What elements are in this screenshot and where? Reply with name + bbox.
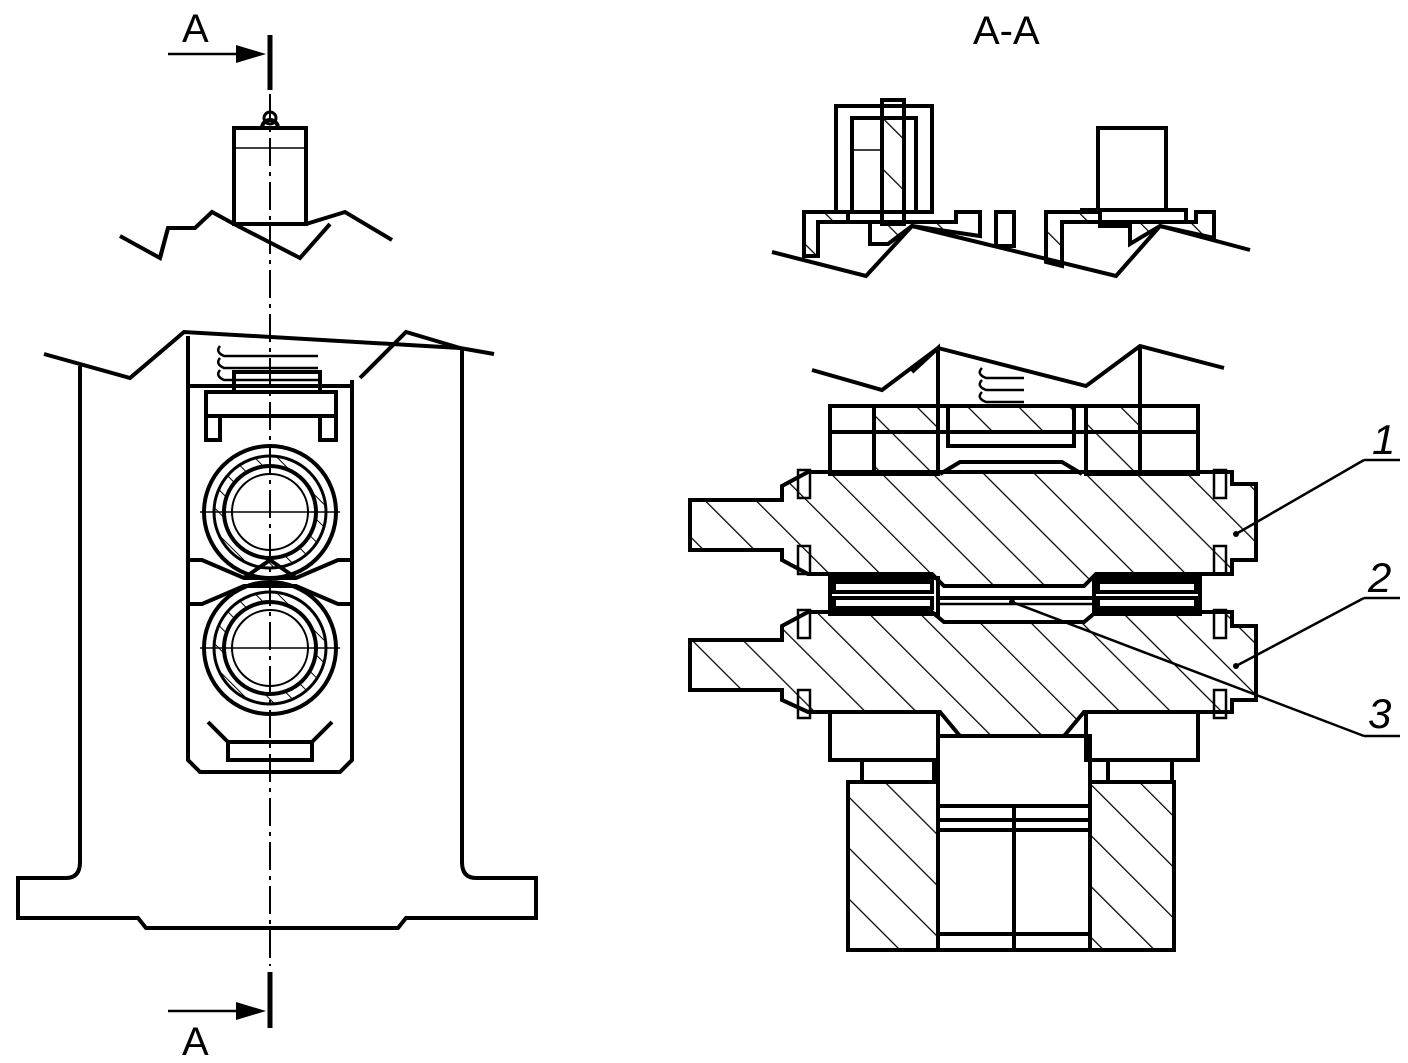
section-marker-bottom: A <box>168 972 273 1063</box>
callout-2: 2 <box>1233 554 1400 669</box>
section-letter-top: A <box>182 7 209 51</box>
roller-housing <box>16 329 538 930</box>
section-letter-bottom: A <box>182 1020 209 1063</box>
section-view-title: A-A <box>973 9 1040 53</box>
upper-shaft <box>688 460 1258 588</box>
lower-shaft <box>688 610 1258 738</box>
section-view: A-A <box>688 9 1400 952</box>
callout-1: 1 <box>1233 416 1400 537</box>
top-section-sensors <box>771 98 1251 279</box>
upper-frame <box>811 343 1225 476</box>
roller-gap <box>828 576 1202 616</box>
callout-label-2: 2 <box>1367 554 1391 601</box>
front-view: A A <box>16 7 538 1063</box>
callout-label-1: 1 <box>1372 416 1395 463</box>
callout-label-3: 3 <box>1368 690 1391 737</box>
callout-3: 3 <box>1009 599 1400 738</box>
lower-frame <box>828 710 1200 952</box>
seal-marks <box>796 468 1228 720</box>
top-sensor <box>119 110 394 261</box>
section-marker-top: A <box>168 7 273 90</box>
